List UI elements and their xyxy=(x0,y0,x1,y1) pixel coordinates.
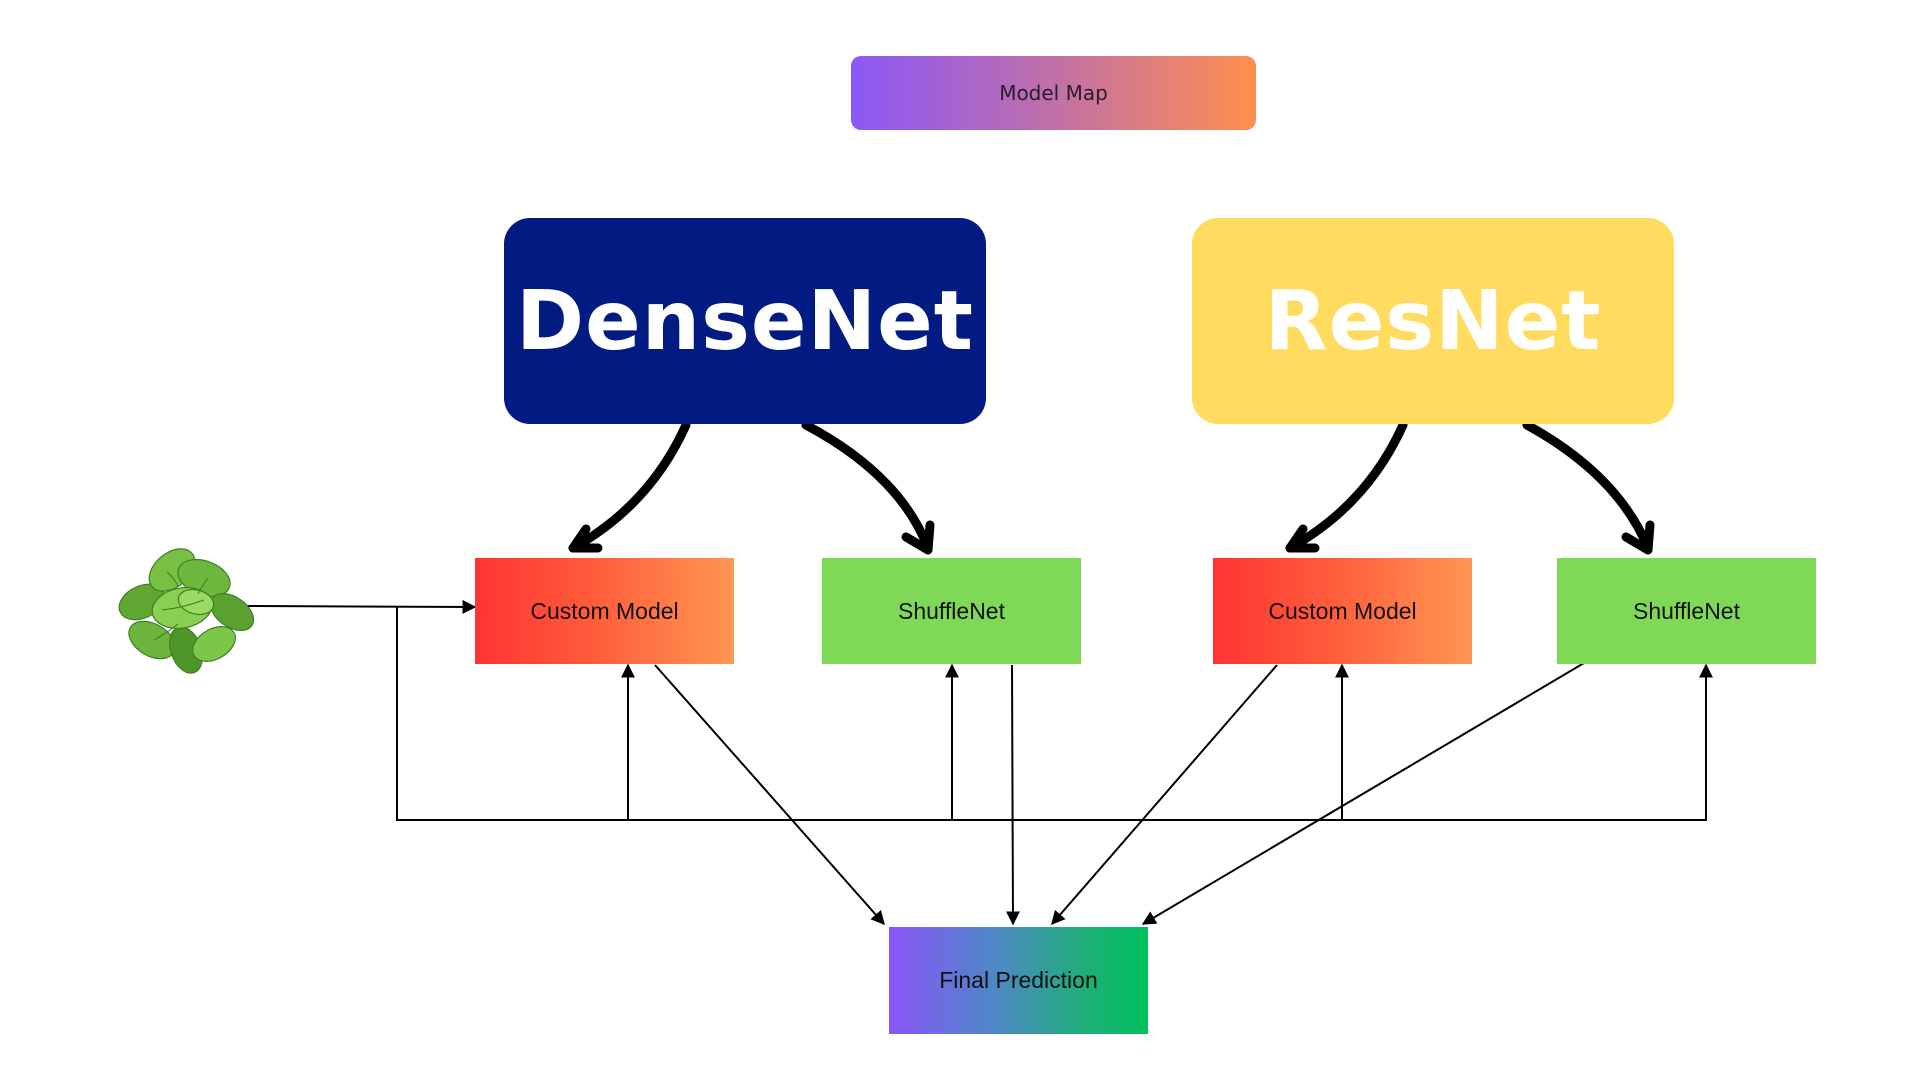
diagram-title: Model Map xyxy=(851,56,1256,130)
arrow-densenet-shufflenet-to-final xyxy=(1005,664,1020,926)
arrow-densenet-custom-to-final xyxy=(654,664,885,926)
resnet-custom-model-box: Custom Model xyxy=(1213,558,1472,664)
arrowhead-resnet-to-custom xyxy=(1285,524,1320,553)
arrow-resnet-shufflenet-to-final xyxy=(1141,662,1585,925)
arrow-resnet-to-shufflenet xyxy=(1522,420,1653,553)
densenet-shufflenet-box: ShuffleNet xyxy=(822,558,1081,664)
mint-leaves-icon xyxy=(118,548,255,674)
backbone-resnet: ResNet xyxy=(1192,218,1674,424)
arrow-densenet-to-custom xyxy=(568,420,691,553)
arrowhead-densenet-to-custom xyxy=(568,524,603,553)
arrow-resnet-custom-to-final xyxy=(1051,664,1278,926)
arrow-resnet-to-custom xyxy=(1285,420,1408,553)
arrow-densenet-to-shufflenet xyxy=(801,420,933,553)
arrowhead-resnet-to-shufflenet xyxy=(1621,520,1655,555)
arrowhead-densenet-to-shufflenet xyxy=(901,520,935,555)
densenet-custom-model-box: Custom Model xyxy=(475,558,734,664)
backbone-densenet: DenseNet xyxy=(504,218,986,424)
arrow-input-to-custom xyxy=(244,599,477,614)
resnet-shufflenet-box: ShuffleNet xyxy=(1557,558,1816,664)
final-prediction-box: Final Prediction xyxy=(889,927,1148,1034)
